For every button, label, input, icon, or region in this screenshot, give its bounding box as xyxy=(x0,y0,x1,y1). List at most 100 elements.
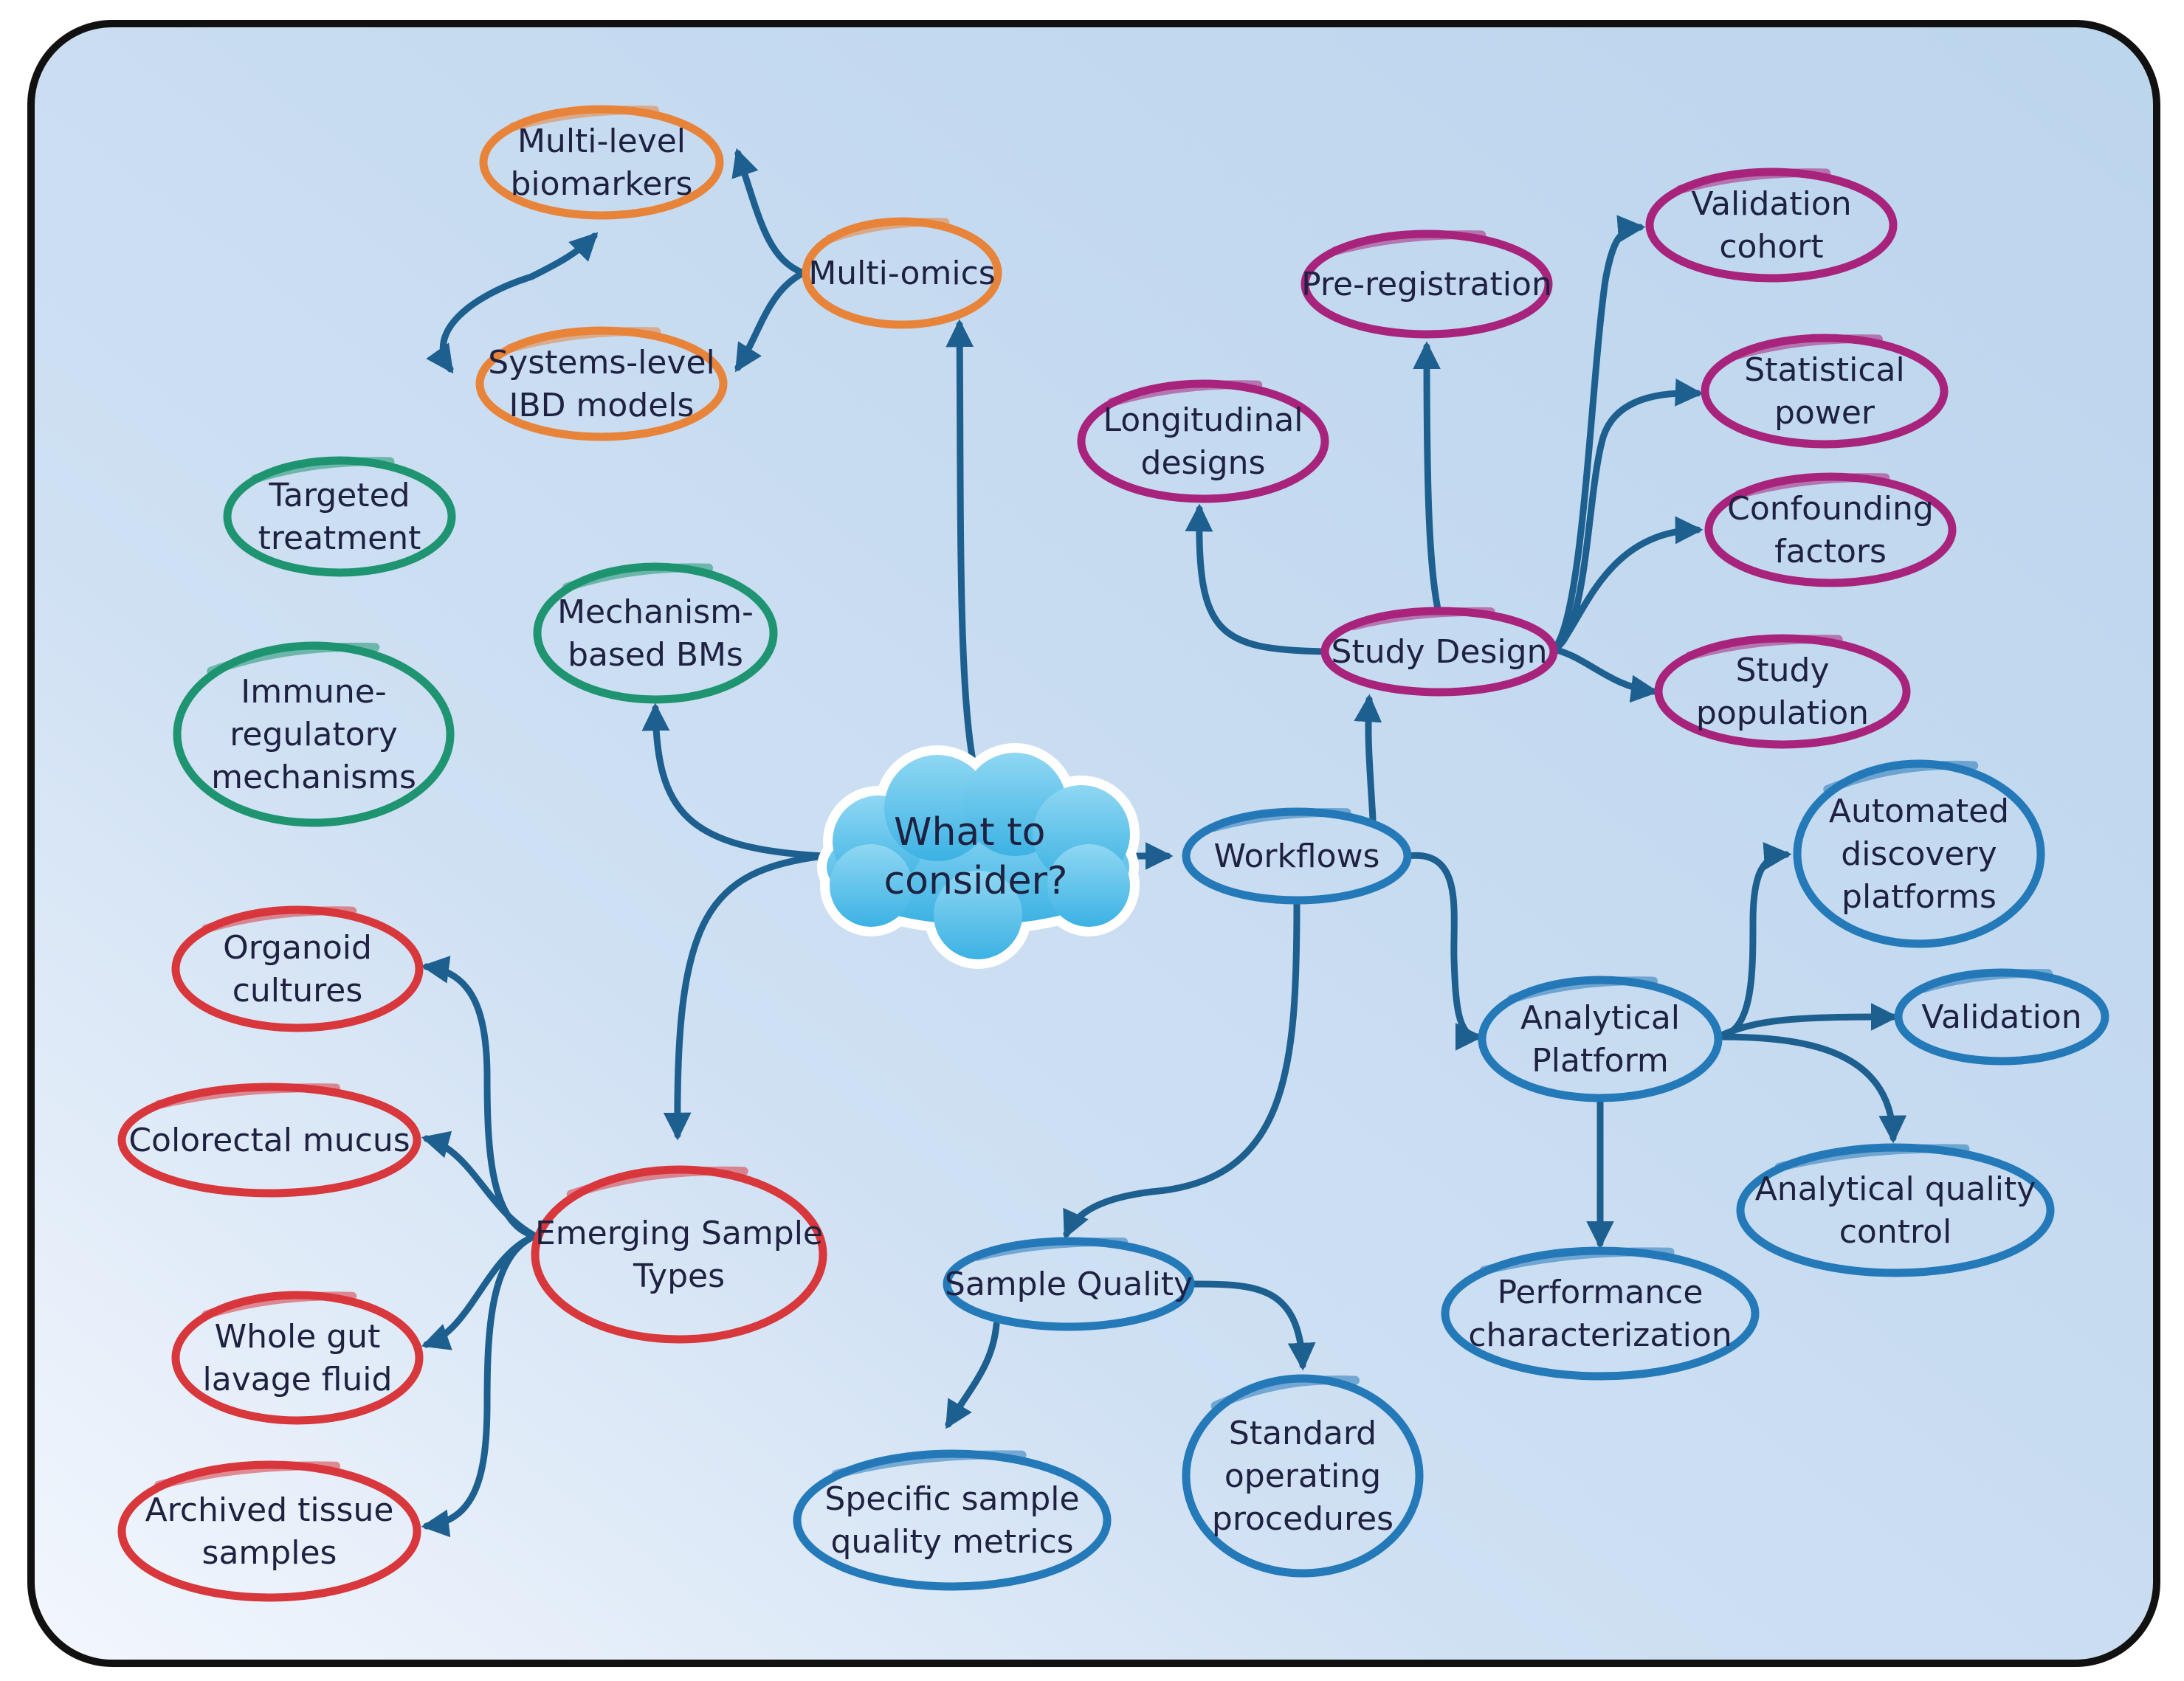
node-multi-omics: Multi-omics xyxy=(802,217,1002,329)
node-sketch-stroke xyxy=(251,457,395,483)
edge-center-to-mechanism-based-bms xyxy=(641,703,827,860)
node-sketch-stroke xyxy=(154,1083,340,1109)
node-sketch-stroke xyxy=(1507,976,1658,1004)
edge-analytical-platform-to-analytical-quality-control xyxy=(1063,898,1301,1239)
edge-center-to-emerging-sample-types xyxy=(421,1131,539,1240)
node-label-line: Archived tissue xyxy=(145,1491,394,1529)
edge-workflows-to-study-design xyxy=(1413,341,1441,612)
node-label-line: Targeted xyxy=(268,477,410,514)
edge-emerging-sample-types-to-colorectal-mucus xyxy=(421,1232,539,1538)
node-label-line: Emerging Sample xyxy=(535,1215,823,1252)
node-sketch-stroke xyxy=(1730,334,1883,360)
node-label-line: factors xyxy=(1774,533,1887,570)
node-label-line: Analytical xyxy=(1520,999,1680,1037)
edge-layer xyxy=(421,148,1907,1538)
node-performance-characterization: Performance characterization xyxy=(1441,1246,1760,1381)
node-label-line: cultures xyxy=(232,972,363,1009)
node-sketch-stroke xyxy=(201,1291,357,1319)
node-label-line: samples xyxy=(202,1534,337,1572)
node-label-line: Multi-omics xyxy=(808,255,995,292)
node-label: Performance characterization xyxy=(1468,1274,1732,1354)
node-sketch-stroke xyxy=(1920,968,2053,993)
node-label-line: regulatory xyxy=(230,716,398,753)
node-label: Multi-omics xyxy=(808,255,995,292)
edge-analytical-platform-to-automated-discovery-platforms xyxy=(1715,1033,1907,1144)
node-sketch-stroke xyxy=(1685,635,1843,660)
node-label-line: Platform xyxy=(1532,1042,1669,1080)
node-label-line: mechanisms xyxy=(211,759,416,796)
node-label-line: Pre-registration xyxy=(1301,266,1552,303)
node-label-line: power xyxy=(1774,394,1875,432)
node-label-line: Performance xyxy=(1498,1274,1704,1311)
node-sketch-stroke xyxy=(509,106,659,131)
node-statistical-power: Statistical power xyxy=(1701,334,1949,449)
node-label: Statistical power xyxy=(1744,351,1904,432)
node-workflows: Workflows xyxy=(1182,807,1412,905)
node-pre-registration: Pre-registration xyxy=(1301,229,1553,339)
edge-study-design-to-validation-cohort xyxy=(1550,516,1704,653)
node-sketch-stroke xyxy=(207,642,380,676)
node-label-line: Automated xyxy=(1829,793,2009,830)
node-label: Colorectal mucus xyxy=(128,1122,410,1159)
cloud-icon xyxy=(817,743,1140,969)
node-label-line: discovery xyxy=(1841,835,1997,873)
node-label: Validation xyxy=(1921,998,2081,1036)
node-sketch-stroke xyxy=(1774,1144,1970,1172)
node-label-line: Validation xyxy=(1921,998,2081,1036)
node-label: Workflows xyxy=(1214,838,1380,875)
node-sketch-stroke xyxy=(1735,473,1890,499)
node-automated-discovery-platforms: Automated discovery platforms xyxy=(1793,759,2045,948)
node-label-line: Immune- xyxy=(241,673,386,711)
node-label-line: Specific sample xyxy=(824,1480,1079,1518)
node-label-line: platforms xyxy=(1842,878,1997,916)
node-label-line: Confounding xyxy=(1727,490,1934,528)
node-label-line: Analytical quality xyxy=(1755,1170,2036,1208)
node-label-line: characterization xyxy=(1468,1316,1732,1354)
node-analytical-quality-control: Analytical quality control xyxy=(1736,1143,2055,1277)
node-label: Confounding factors xyxy=(1727,490,1934,570)
node-label: Analytical quality control xyxy=(1755,1170,2036,1251)
node-label-line: procedures xyxy=(1212,1500,1394,1538)
node-label-line: Colorectal mucus xyxy=(128,1122,410,1159)
node-label: Mechanism-based BMs xyxy=(557,593,754,674)
node-immune-regulatory-mechanisms: Immune-regulatory mechanisms xyxy=(173,641,455,827)
node-label: Whole gut lavage fluid xyxy=(203,1318,393,1398)
node-label-line: lavage fluid xyxy=(203,1361,393,1398)
node-sketch-stroke xyxy=(506,327,661,353)
node-sketch-stroke xyxy=(825,218,950,244)
node-label-line: control xyxy=(1839,1213,1952,1251)
edge-study-design-to-statistical-power xyxy=(1550,646,1659,703)
node-label-line: Whole gut xyxy=(215,1318,381,1356)
node-label-line: designs xyxy=(1141,444,1266,482)
node-label-line: Validation xyxy=(1691,185,1851,223)
node-label: Study Design xyxy=(1332,633,1548,671)
node-label-line: Workflows xyxy=(1214,838,1380,875)
node-mechanism-based-bms: Mechanism-based BMs xyxy=(533,562,778,704)
node-validation: Validation xyxy=(1894,968,2109,1066)
node-sketch-stroke xyxy=(1210,1375,1360,1411)
node-label-line: population xyxy=(1696,694,1869,732)
node-label-line: Statistical xyxy=(1744,351,1904,389)
node-label-line: Multi-level xyxy=(517,122,686,160)
edge-multi-omics-to-systems-level-ibd-models xyxy=(734,269,807,373)
node-sketch-stroke xyxy=(201,906,357,933)
node-label: Automated discovery platforms xyxy=(1829,793,2009,916)
node-label-line: Mechanism- xyxy=(557,593,754,631)
node-label: Archived tissue samples xyxy=(145,1491,394,1572)
node-label: Sample Quality xyxy=(945,1266,1193,1303)
node-label-line: IBD models xyxy=(509,387,695,424)
edge-emerging-sample-types-to-archived-tissue-samples xyxy=(1354,694,1382,823)
node-label: Immune-regulatory mechanisms xyxy=(211,673,416,796)
